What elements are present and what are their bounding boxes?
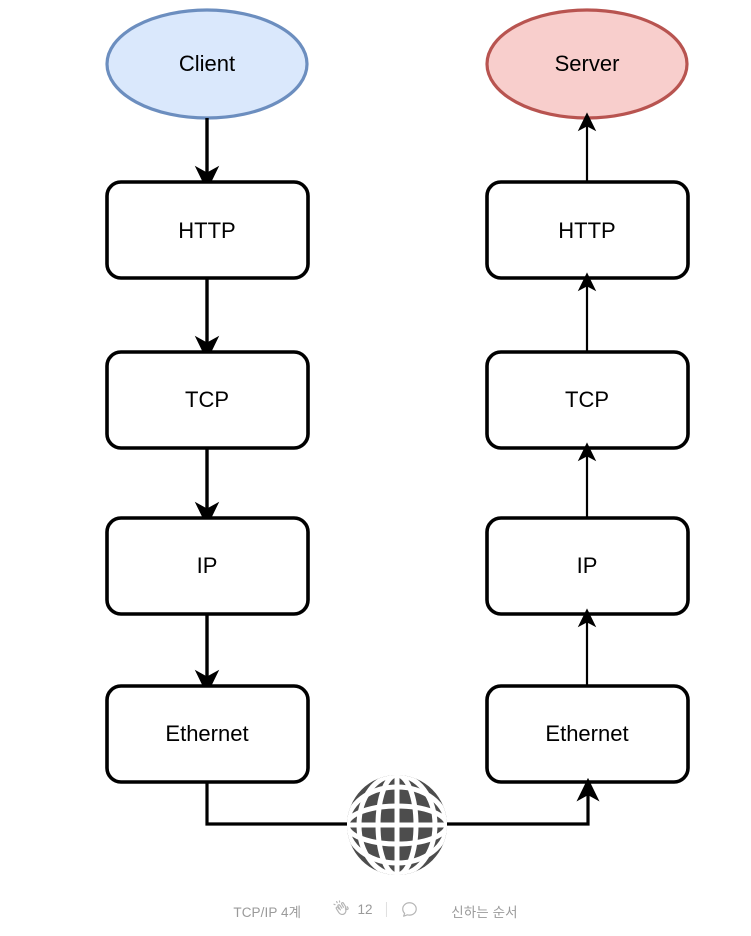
globe-icon <box>347 775 447 875</box>
network-link-outbound <box>205 782 397 826</box>
client-node-label: Client <box>179 51 235 76</box>
send-layer-label-ethernet: Ethernet <box>165 721 248 746</box>
clap-button[interactable]: 12 <box>332 900 373 919</box>
receive-layer-label-tcp: TCP <box>565 387 609 412</box>
receive-layer-label-ip: IP <box>577 553 598 578</box>
server-node-label: Server <box>555 51 620 76</box>
clap-icon <box>332 900 349 916</box>
send-layer-label-http: HTTP <box>178 218 235 243</box>
send-layer-label-ip: IP <box>197 553 218 578</box>
comment-button[interactable] <box>400 900 419 919</box>
send-layer-label-tcp: TCP <box>185 387 229 412</box>
caption-text-right: 신하는 순서 <box>451 905 518 920</box>
reaction-pill: 12 <box>315 893 436 926</box>
caption-text-left: TCP/IP 4계 <box>233 905 302 920</box>
receive-layer-label-http: HTTP <box>558 218 615 243</box>
pill-divider <box>385 902 387 917</box>
network-link-inbound <box>397 777 600 826</box>
receive-layer-label-ethernet: Ethernet <box>545 721 628 746</box>
clap-count: 12 <box>357 902 373 917</box>
diagram-caption: TCP/IP 4계 신하는 순서 <box>0 895 751 927</box>
comment-icon <box>401 902 417 917</box>
